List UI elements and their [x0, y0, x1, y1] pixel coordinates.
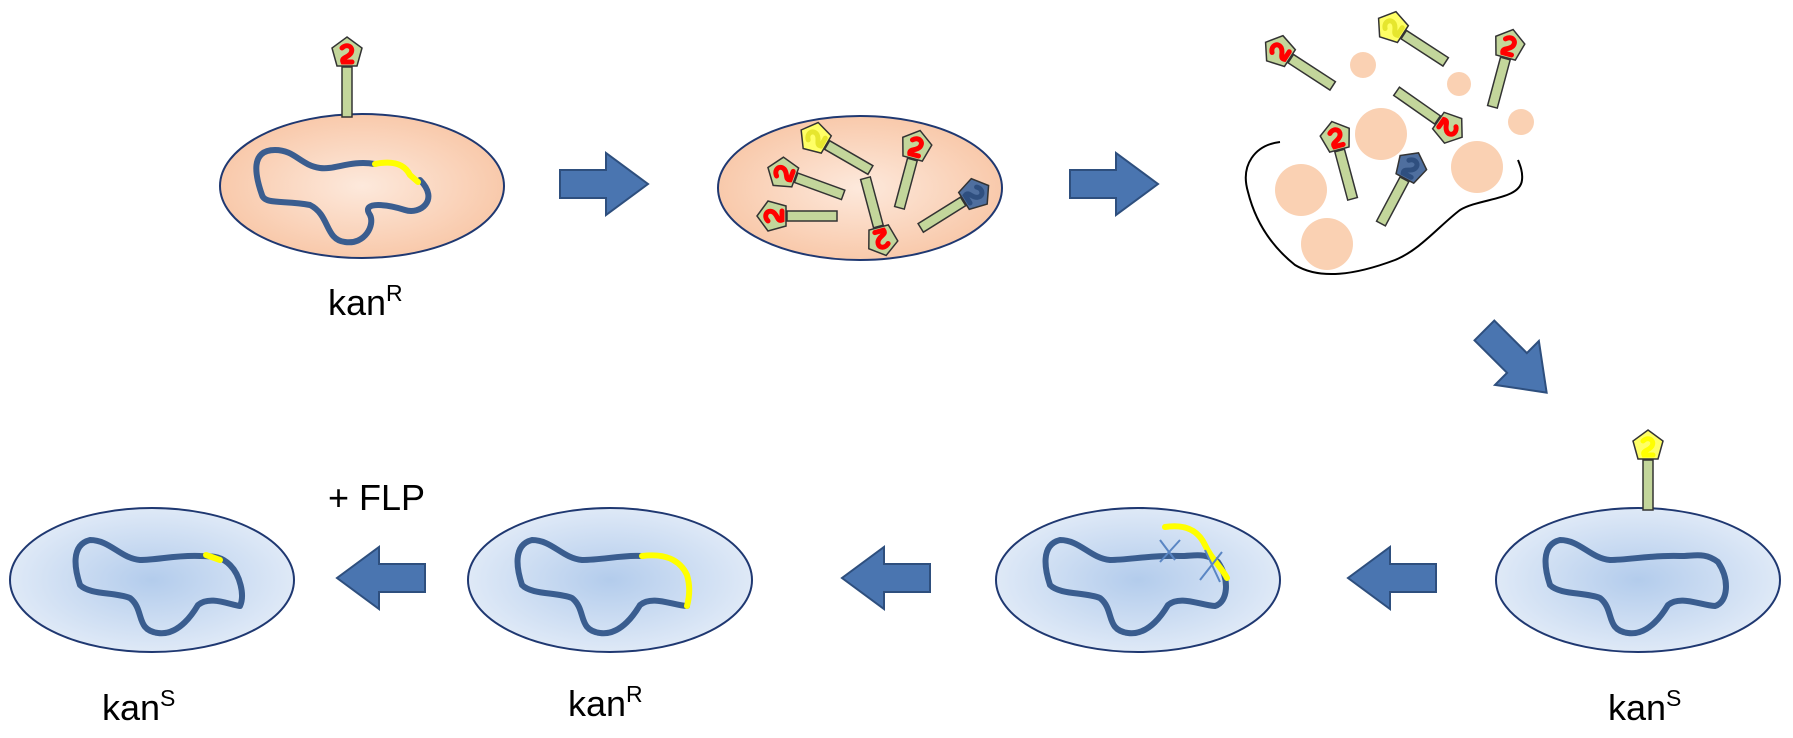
- process-arrow: [840, 545, 931, 611]
- chromosome-dna: [1042, 537, 1229, 637]
- kan-marker: [639, 552, 693, 609]
- cell-recipient: [1495, 507, 1781, 653]
- debris-particles: [1275, 52, 1534, 270]
- lysed-cell: [1244, 52, 1534, 275]
- cell-recombination: [995, 507, 1281, 653]
- phage: [331, 36, 363, 118]
- process-arrow: [1346, 545, 1437, 611]
- chromosome-dna: [514, 537, 690, 637]
- process-arrow: [335, 545, 426, 611]
- label-recipient-kanS: kanS: [1608, 685, 1682, 728]
- kan-marker: [372, 159, 421, 185]
- incoming-dna-fragment: [1162, 523, 1230, 581]
- process-arrow: [559, 151, 650, 217]
- process-arrow: [1473, 319, 1548, 394]
- label-excised-kanS: kanS: [102, 685, 176, 728]
- label-transductant-kanR: kanR: [568, 681, 643, 724]
- cell-debris-outline: [1244, 141, 1524, 275]
- process-arrow: [1069, 151, 1160, 217]
- cell-transductant: [467, 507, 753, 653]
- chromosome-dna: [253, 147, 432, 246]
- cell-phage-replication: [717, 115, 1003, 261]
- cell-infected: [219, 113, 505, 259]
- progeny-phages: [756, 121, 990, 257]
- label-flp: + FLP: [328, 477, 426, 518]
- phage: [1632, 429, 1664, 511]
- cell-marker-excised: [9, 507, 295, 653]
- chromosome-dna: [1542, 537, 1729, 637]
- chromosome-dna: [72, 537, 245, 637]
- label-donor-kanR: kanR: [328, 280, 403, 323]
- released-phages: [1264, 10, 1526, 227]
- crossover-lines: [1159, 539, 1223, 583]
- frt-scar: [203, 552, 223, 563]
